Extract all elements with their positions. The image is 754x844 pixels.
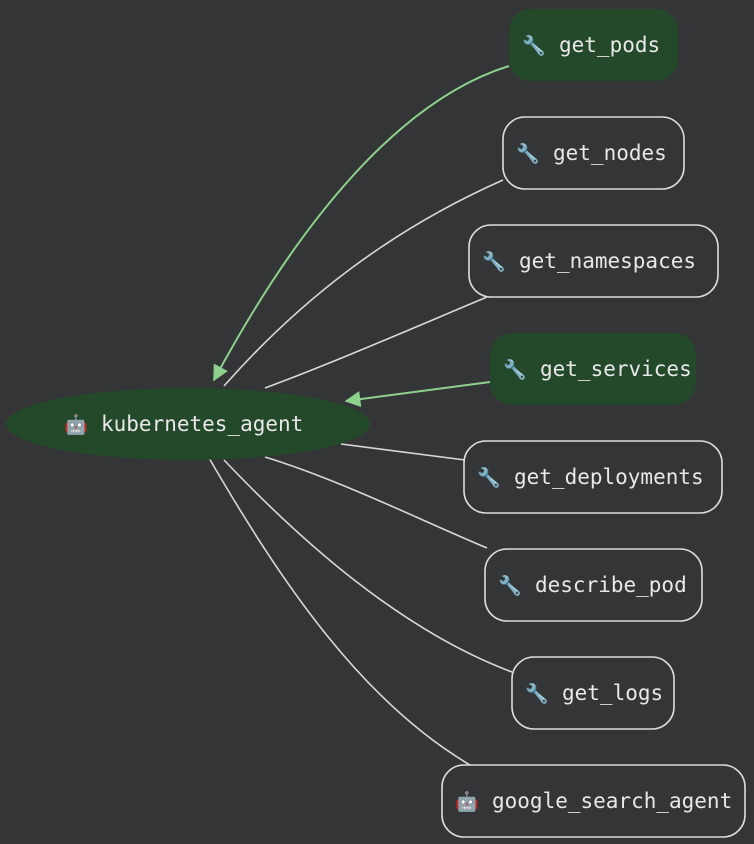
node-kubernetes-agent[interactable]: 🤖 kubernetes_agent <box>6 388 370 460</box>
edge-get-namespaces <box>264 296 488 389</box>
node-get-deployments[interactable]: 🔧 get_deployments <box>463 440 723 514</box>
node-label: google_search_agent <box>492 789 732 813</box>
tool-nodes: 🔧 get_pods 🔧 get_nodes 🔧 get_namespaces 🔧 get_s… <box>441 9 746 838</box>
wrench-icon: 🔧 <box>477 466 501 489</box>
node-get-nodes[interactable]: 🔧 get_nodes <box>502 116 685 190</box>
wrench-icon: 🔧 <box>482 250 506 273</box>
node-label: get_namespaces <box>519 249 696 273</box>
node-shape <box>468 224 719 298</box>
node-google-search-agent[interactable]: 🤖 google_search_agent <box>441 764 746 838</box>
wrench-icon: 🔧 <box>522 34 546 57</box>
node-label: get_services <box>540 357 692 381</box>
root-node-label: kubernetes_agent <box>101 412 303 436</box>
wrench-icon: 🔧 <box>516 142 540 165</box>
node-get-namespaces[interactable]: 🔧 get_namespaces <box>468 224 719 298</box>
node-shape <box>484 548 703 622</box>
node-get-logs[interactable]: 🔧 get_logs <box>511 656 675 730</box>
robot-icon: 🤖 <box>455 790 479 813</box>
wrench-icon: 🔧 <box>498 574 522 597</box>
edge-get-logs <box>223 459 513 673</box>
node-describe-pod[interactable]: 🔧 describe_pod <box>484 548 703 622</box>
node-label: get_deployments <box>514 465 704 489</box>
robot-icon: 🤖 <box>64 413 88 436</box>
edge-get-pods <box>213 65 510 382</box>
node-label: describe_pod <box>535 573 687 597</box>
node-get-pods[interactable]: 🔧 get_pods <box>509 9 678 81</box>
node-shape <box>511 656 675 730</box>
edges <box>208 65 513 766</box>
edge-google-search-agent <box>208 457 471 766</box>
node-label: get_logs <box>562 681 663 705</box>
edge-get-services <box>344 381 491 408</box>
edge-get-nodes <box>223 179 504 387</box>
node-shape <box>509 9 678 81</box>
wrench-icon: 🔧 <box>525 682 549 705</box>
node-shape <box>463 440 723 514</box>
edge-get-deployments <box>340 443 466 461</box>
node-label: get_nodes <box>553 141 667 165</box>
edge-describe-pod <box>264 456 488 549</box>
node-shape <box>441 764 746 838</box>
root-node-shape <box>6 388 370 460</box>
node-get-services[interactable]: 🔧 get_services <box>490 333 696 405</box>
wrench-icon: 🔧 <box>503 358 527 381</box>
node-label: get_pods <box>559 33 660 57</box>
node-shape <box>502 116 685 190</box>
node-shape <box>490 333 696 405</box>
